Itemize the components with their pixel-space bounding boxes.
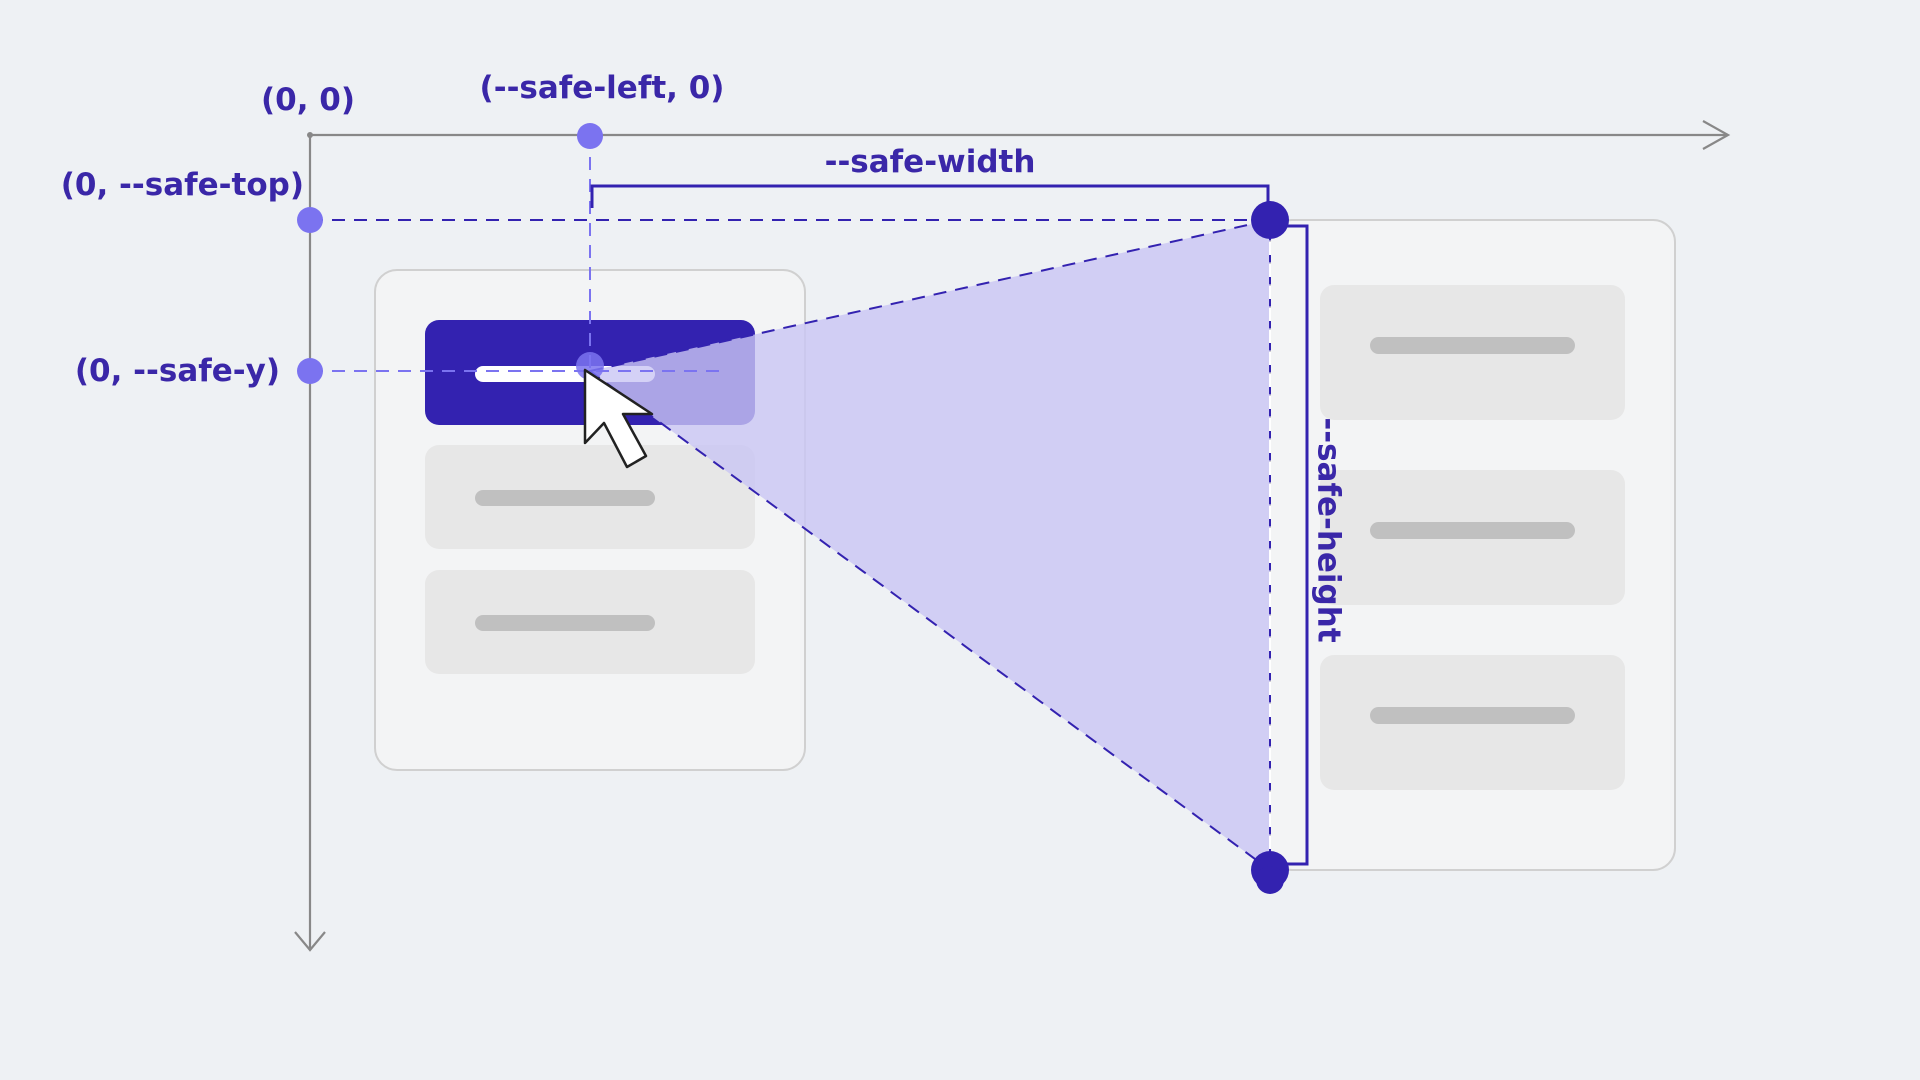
origin-label: (0, 0): [261, 82, 355, 118]
cursor-point: [576, 352, 604, 380]
submenu-top-point: [1251, 201, 1289, 239]
safe-height-label: --safe-height: [1311, 417, 1347, 642]
origin-point: [307, 132, 313, 138]
safe-top-point: [297, 207, 323, 233]
safe-width-label: --safe-width: [825, 144, 1036, 180]
safe-top-label: (0, --safe-top): [61, 167, 304, 203]
safe-height-bracket: [1272, 224, 1309, 866]
safe-left-label: (--safe-left, 0): [480, 70, 725, 106]
submenu-bottom-point-tail: [1256, 866, 1284, 894]
safe-y-point: [297, 358, 323, 384]
safe-triangle: [587, 218, 1271, 872]
mouse-cursor-icon: [583, 368, 654, 469]
axes: [294, 120, 1731, 952]
menu-item-bar: [475, 490, 655, 506]
submenu-item-bar: [1370, 522, 1575, 539]
safe-y-label: (0, --safe-y): [75, 353, 280, 389]
y-axis-arrowhead: [294, 931, 326, 952]
x-axis-arrowhead: [1702, 120, 1731, 150]
safe-width-bracket: [590, 184, 1270, 208]
submenu-item-bar: [1370, 337, 1575, 354]
menu-item-bar: [475, 615, 655, 631]
safe-left-point: [577, 123, 603, 149]
guide-lines: [310, 135, 1271, 870]
submenu-item-bar: [1370, 707, 1575, 724]
